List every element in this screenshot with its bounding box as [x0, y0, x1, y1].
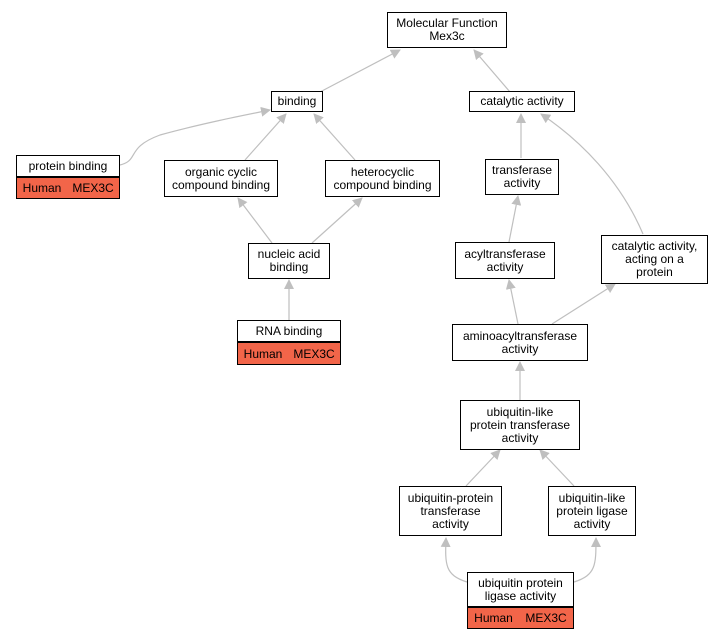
edge-ubligase-ublligase: [573, 537, 601, 583]
annotation-gene: MEX3C: [67, 177, 120, 199]
edge-nucleic-heterocyclic: [311, 197, 363, 244]
edge-aminoacyl-acyl: [505, 279, 519, 325]
edge-nucleic-organic: [237, 197, 273, 244]
annotation-species: Human: [467, 607, 520, 629]
node-binding[interactable]: binding: [271, 91, 323, 112]
edge-binding-mf: [319, 49, 401, 93]
edge-acyl-transferase: [508, 195, 522, 243]
edge-aminoacyl-catprotein: [551, 283, 616, 325]
edge-ublligase-ubltrans: [539, 449, 575, 487]
edge-catalytic-mf: [473, 49, 511, 93]
annotation-species: Human: [237, 342, 289, 365]
edge-ubligase-ubptrans: [440, 537, 468, 583]
annotation-species: Human: [16, 177, 68, 199]
node-rna-binding[interactable]: RNA binding: [237, 320, 341, 342]
edge-ubptrans-ubltrans: [465, 449, 501, 487]
annotation-gene: MEX3C: [519, 607, 574, 629]
edge-catprotein-catalytic: [540, 113, 644, 235]
edge-heterocyclic-binding: [313, 113, 356, 161]
node-protein-binding[interactable]: protein binding: [16, 155, 120, 177]
edge-proteinbinding-binding: [119, 106, 271, 166]
node-catalytic-activity[interactable]: catalytic activity: [469, 91, 575, 112]
edge-organic-binding: [244, 113, 287, 161]
annotation-gene: MEX3C: [288, 342, 341, 365]
